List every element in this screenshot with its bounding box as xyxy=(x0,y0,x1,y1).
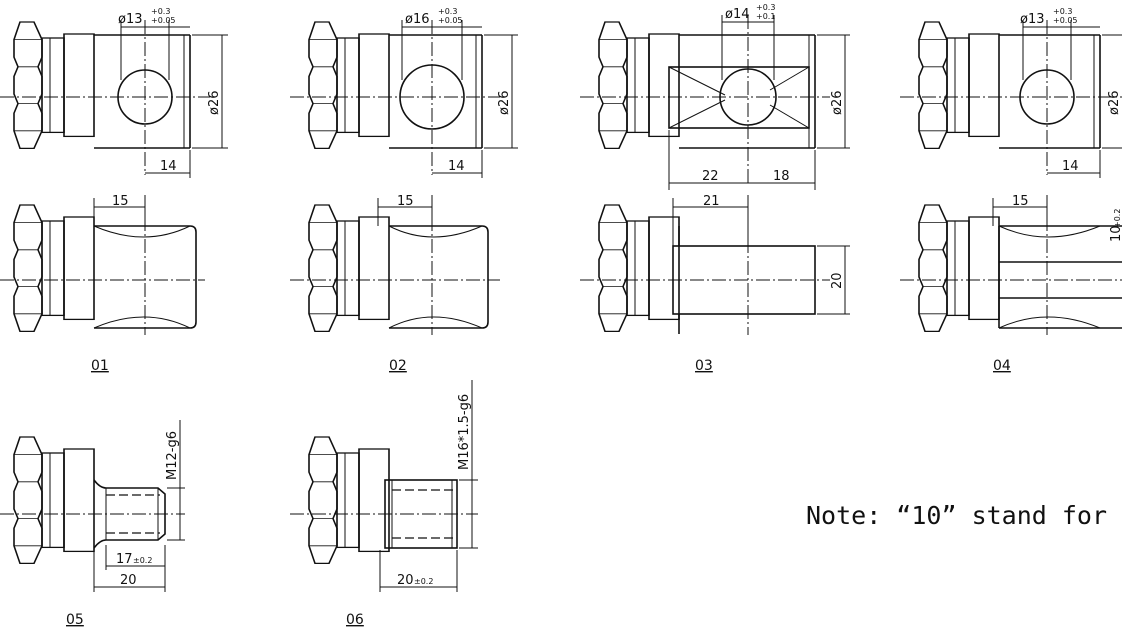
dim-01-len: 14 xyxy=(160,159,177,174)
dim-05-total: 20 xyxy=(120,573,137,588)
dim-03-hole: ø14 xyxy=(725,7,750,22)
dim-06-len: 20 xyxy=(397,573,414,588)
dim-05-thread: M12-g6 xyxy=(165,431,180,480)
view-06 xyxy=(290,380,478,592)
view-03-top xyxy=(580,15,850,190)
dim-06-len-tol: ±0.2 xyxy=(414,577,433,586)
dim-03-dia: ø26 xyxy=(830,91,845,116)
label-03: 03 xyxy=(695,358,713,374)
view-01-top-shaft xyxy=(0,20,228,178)
dim-03-tol-lo: +0.1 xyxy=(756,12,775,21)
dim-06-thread: M16*1.5-g6 xyxy=(457,394,472,470)
view-02-side xyxy=(290,195,500,335)
dim-04-slot: 10 xyxy=(1109,225,1122,242)
dim-05-len-tol: ±0.2 xyxy=(133,556,152,565)
dim-01-hole: ø13 xyxy=(118,12,143,27)
dim-01-tol-lo: +0.05 xyxy=(151,16,176,25)
dim-03-flat: 21 xyxy=(703,194,720,209)
dim-04-hole: ø13 xyxy=(1020,12,1045,27)
dim-02-flat: 15 xyxy=(397,194,414,209)
view-02-top xyxy=(290,20,518,178)
view-03-side xyxy=(580,195,850,335)
dim-03-tol-up: +0.3 xyxy=(756,3,775,12)
dim-01-dia: ø26 xyxy=(207,91,222,116)
dim-04-tol-lo: +0.05 xyxy=(1053,16,1078,25)
dim-04-len: 14 xyxy=(1062,159,1079,174)
dim-03-a: 22 xyxy=(702,169,719,184)
dim-02-tol-lo: +0.05 xyxy=(438,16,463,25)
dim-05-len: 17 xyxy=(116,552,133,567)
dim-04-tol-up: +0.3 xyxy=(1053,7,1072,16)
dim-02-hole: ø16 xyxy=(405,12,430,27)
view-05 xyxy=(0,420,185,592)
dim-03-b: 18 xyxy=(773,169,790,184)
view-01-side xyxy=(0,195,205,335)
label-06: 06 xyxy=(346,612,364,628)
dim-03-h: 20 xyxy=(830,272,845,289)
dim-04-dia: ø26 xyxy=(1107,91,1122,116)
dim-02-len: 14 xyxy=(448,159,465,174)
dim-01-tol-up: +0.3 xyxy=(151,7,170,16)
label-05: 05 xyxy=(66,612,84,628)
dim-04-slot-tol: +0.2 xyxy=(1113,209,1122,228)
dim-02-dia: ø26 xyxy=(497,91,512,116)
label-04: 04 xyxy=(993,358,1011,374)
label-02: 02 xyxy=(389,358,407,374)
dim-04-flat: 15 xyxy=(1012,194,1029,209)
view-04-side xyxy=(900,195,1122,335)
note-text: Note: “10” stand for xyxy=(806,501,1107,530)
view-01-top xyxy=(13,21,95,150)
view-04-top xyxy=(900,20,1122,178)
dim-01-flat: 15 xyxy=(112,194,129,209)
label-01: 01 xyxy=(91,358,109,374)
dim-02-tol-up: +0.3 xyxy=(438,7,457,16)
